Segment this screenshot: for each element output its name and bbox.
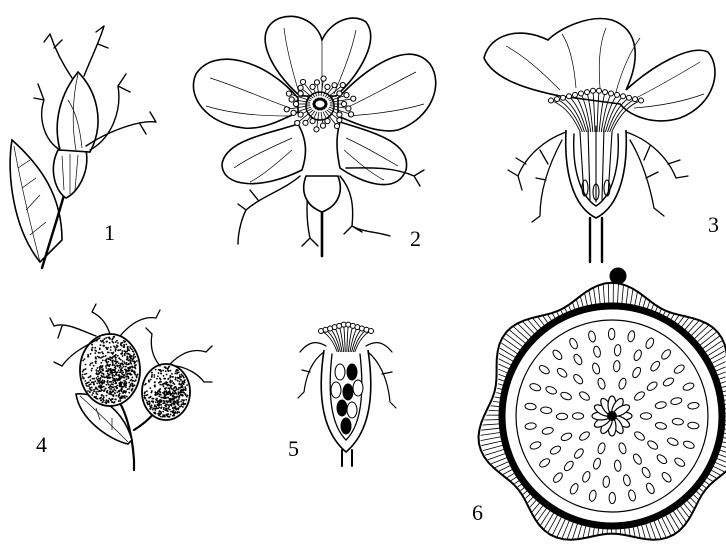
rose-hips-illustration: 4 <box>36 304 212 470</box>
bud-petals <box>57 72 98 152</box>
figure-label-3: 3 <box>708 212 719 237</box>
stamens <box>319 322 374 352</box>
bud-illustration: 1 <box>10 26 156 268</box>
hip-section-illustration: 5 <box>288 322 396 466</box>
marker-dot <box>610 268 626 284</box>
hip-wall <box>321 350 371 452</box>
figure-label-1: 1 <box>104 220 115 245</box>
figure-label-4: 4 <box>36 432 47 457</box>
cross-section-illustration: 6 <box>472 282 726 540</box>
figure-label-6: 6 <box>472 500 483 525</box>
flower-petal <box>222 124 305 184</box>
figure-label-5: 5 <box>288 436 299 461</box>
figure-label-2: 2 <box>410 226 421 251</box>
open-flower-illustration: 2 <box>193 16 435 256</box>
flower-section-illustration: 3 <box>484 19 719 284</box>
